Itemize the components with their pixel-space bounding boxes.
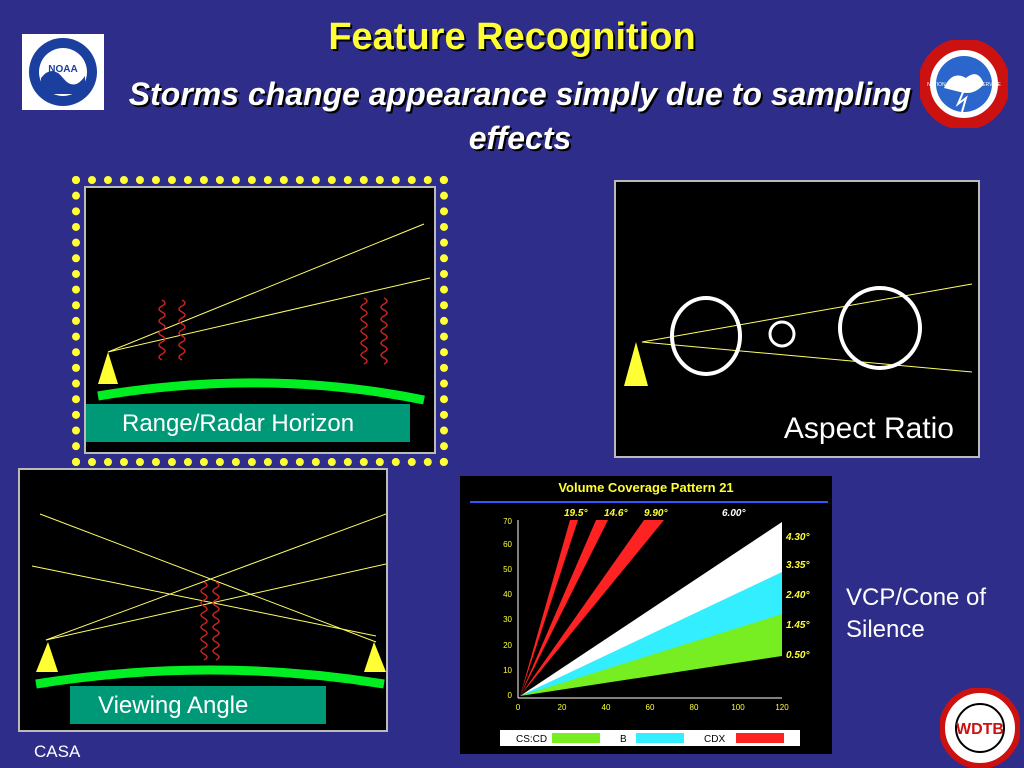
radar-icon: [36, 642, 58, 672]
svg-text:CS:CD: CS:CD: [516, 734, 547, 745]
svg-text:80: 80: [690, 703, 699, 712]
nws-logo: NATIONAL WEATHER SERVICE: [920, 40, 1008, 128]
svg-text:19.5°: 19.5°: [564, 508, 588, 519]
vcp-chart: Volume Coverage Pattern 21 19.5° 14.6° 9…: [470, 480, 828, 746]
svg-text:6.00°: 6.00°: [722, 508, 746, 519]
svg-text:20: 20: [558, 703, 567, 712]
vcp-chart-title: Volume Coverage Pattern 21: [558, 480, 733, 495]
svg-text:40: 40: [503, 590, 512, 599]
svg-text:1.45°: 1.45°: [786, 620, 810, 631]
svg-text:2.40°: 2.40°: [785, 590, 810, 601]
viewing-angle-diagram: [31, 513, 386, 689]
vcp-chart-panel: Volume Coverage Pattern 21 19.5° 14.6° 9…: [460, 476, 832, 754]
slide-title: Feature Recognition: [328, 16, 696, 58]
svg-text:4.30°: 4.30°: [785, 532, 810, 543]
storm-squiggle: [360, 297, 368, 365]
svg-text:30: 30: [503, 615, 512, 624]
noaa-logo-text: NOAA: [48, 64, 77, 75]
slide-subtitle: Storms change appearance simply due to s…: [128, 76, 912, 156]
svg-text:0: 0: [508, 691, 513, 700]
svg-text:20: 20: [503, 641, 512, 650]
storm-squiggle: [200, 581, 208, 661]
aspect-ratio-panel: [614, 180, 980, 458]
svg-text:CDX: CDX: [704, 734, 725, 745]
range-horizon-label: Range/Radar Horizon: [86, 404, 410, 442]
aspect-ratio-label: Aspect Ratio: [783, 412, 954, 445]
svg-text:40: 40: [602, 703, 611, 712]
svg-text:3.35°: 3.35°: [786, 560, 810, 571]
storm-squiggle: [158, 299, 166, 361]
wdtb-logo-text: WDTB: [956, 721, 1004, 738]
svg-text:0.50°: 0.50°: [786, 650, 810, 661]
viewing-angle-label: Viewing Angle: [70, 686, 326, 724]
noaa-logo: NOAA: [22, 34, 104, 110]
svg-text:14.6°: 14.6°: [604, 508, 628, 519]
svg-text:B: B: [620, 734, 627, 745]
svg-text:60: 60: [503, 540, 512, 549]
aspect-ratio-diagram: [624, 283, 973, 386]
radar-icon: [364, 642, 386, 672]
range-panel-highlight: [72, 176, 448, 466]
svg-text:100: 100: [731, 703, 745, 712]
svg-text:0: 0: [516, 703, 521, 712]
svg-text:60: 60: [646, 703, 655, 712]
range-horizon-diagram: [97, 223, 431, 405]
svg-text:10: 10: [503, 666, 512, 675]
nws-logo-text: NATIONAL WEATHER SERVICE: [927, 82, 1001, 88]
svg-text:120: 120: [775, 703, 789, 712]
wdtb-logo: WDTB: [940, 688, 1020, 768]
svg-text:50: 50: [503, 565, 512, 574]
radar-icon: [624, 342, 648, 386]
svg-text:9.90°: 9.90°: [644, 508, 668, 519]
footer-casa: CASA: [34, 742, 81, 761]
radar-icon: [98, 352, 118, 384]
svg-text:70: 70: [503, 517, 512, 526]
vcp-label: VCP/Cone of Silence: [846, 584, 987, 643]
